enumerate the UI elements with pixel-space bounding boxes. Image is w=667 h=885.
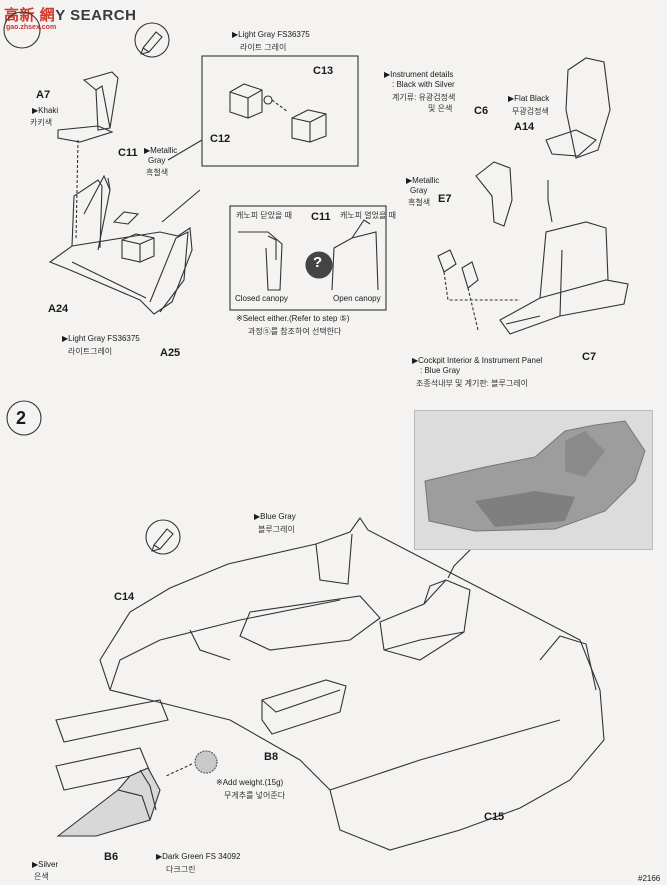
paint-icon-step2 <box>145 519 181 555</box>
color-metallic-gray-3b: Gray <box>410 186 428 195</box>
label-c7: C7 <box>582 351 597 363</box>
color-blue-gray-kr: 블루그레이 <box>258 525 295 534</box>
question-circle <box>305 251 333 279</box>
color-light-gray-2: ▶Light Gray FS36375 <box>62 334 140 343</box>
label-a25: A25 <box>160 347 181 359</box>
floor-plate-a <box>55 699 169 743</box>
color-metallic-gray-kr: 흑철색 <box>146 168 169 177</box>
color-light-gray-kr: 라이트 그레이 <box>240 43 287 52</box>
label-c11: C11 <box>118 147 138 159</box>
label-a14: A14 <box>514 121 535 133</box>
weight-note-kr: 무게추를 넣어준다 <box>224 791 286 800</box>
color-metallic-gray-2: Gray <box>148 156 166 165</box>
label-c14: C14 <box>114 591 135 603</box>
label-e7: E7 <box>438 193 452 205</box>
canopy-closed-drawing <box>238 231 283 291</box>
step2-marker <box>6 400 42 436</box>
canopy-closed-en: Closed canopy <box>235 294 288 303</box>
watermark-suffix: Y SEARCH <box>55 7 137 24</box>
weight-dot <box>194 750 218 774</box>
watermark-text: 新 網 <box>19 7 56 24</box>
fuselage-drawing <box>99 517 605 851</box>
canopy-closed-kr: 캐노피 닫았을 때 <box>236 211 292 220</box>
label-c6: C6 <box>474 105 489 117</box>
label-b6: B6 <box>104 851 119 863</box>
color-instrument-kr-2: 및 은색 <box>428 104 453 113</box>
color-silver-kr: 은색 <box>34 872 49 881</box>
label-c11-canopy: C11 <box>311 211 331 223</box>
part-b8 <box>261 679 347 735</box>
seat-step2 <box>379 579 471 661</box>
part-e7 <box>437 249 479 289</box>
step2-number: 2 <box>16 408 27 428</box>
canopy-select-box <box>229 205 387 311</box>
paint-icon-step1 <box>134 22 170 58</box>
photo-fuselage <box>424 420 646 532</box>
cockpit-tub-left <box>48 174 193 315</box>
color-metallic-gray-3-kr: 흑철색 <box>408 198 431 207</box>
color-light-gray: ▶Light Gray FS36375 <box>232 30 310 39</box>
color-khaki: ▶Khaki <box>32 106 59 115</box>
color-metallic-gray-3: ▶Metallic <box>406 176 440 185</box>
canopy-open-drawing <box>331 219 379 291</box>
color-flat-black-kr: 무광검정색 <box>512 107 549 116</box>
canopy-open-en: Open canopy <box>333 294 381 303</box>
part-a7-seat <box>57 71 119 143</box>
step1-marker <box>3 11 41 49</box>
footer-code: #2166 <box>638 874 661 883</box>
color-flat-black: ▶Flat Black <box>508 94 550 103</box>
color-cockpit-kr: 조종석내부 및 계기판: 블루그레이 <box>416 379 528 388</box>
part-c12 <box>229 83 273 119</box>
label-c15: C15 <box>484 811 505 823</box>
color-metallic-gray: ▶Metallic <box>144 146 178 155</box>
color-instrument-kr: 계기류: 유광검정색 <box>392 93 456 102</box>
watermark-sub: gao.zhsex.com <box>6 24 57 31</box>
canopy-select-kr: 과정⑤를 참조하여 선택한다 <box>248 327 342 336</box>
part-b6-nose <box>56 767 161 837</box>
canopy-select-en: ※Select either.(Refer to step ⑤) <box>236 314 350 323</box>
pen-icon <box>140 31 163 55</box>
part-c13 <box>291 109 327 143</box>
color-silver: ▶Silver <box>32 860 59 869</box>
part-c6 <box>475 161 513 227</box>
color-dark-green-kr: 다크그린 <box>166 865 196 874</box>
part-c11-box <box>112 211 155 263</box>
label-a24: A24 <box>48 303 69 315</box>
color-cockpit-2: : Blue Gray <box>420 366 461 375</box>
label-c12: C12 <box>210 133 231 145</box>
color-khaki-kr: 카키색 <box>30 118 53 127</box>
label-a7: A7 <box>36 89 51 101</box>
part-seat-right <box>545 57 611 159</box>
inset-box-c12-c13 <box>201 55 359 167</box>
reference-photo <box>414 410 653 550</box>
color-dark-green: ▶Dark Green FS 34092 <box>156 852 241 861</box>
color-instrument-2: : Black with Silver <box>392 80 455 89</box>
color-instrument: ▶Instrument details <box>384 70 454 79</box>
canopy-open-kr: 캐노피 열었을 때 <box>340 211 396 220</box>
weight-note-en: ※Add weight.(15g) <box>216 778 284 787</box>
label-b8: B8 <box>264 751 279 763</box>
canopy-question: ? <box>313 254 323 271</box>
label-c13: C13 <box>313 65 334 77</box>
part-c7-tub <box>499 221 629 335</box>
color-cockpit: ▶Cockpit Interior & Instrument Panel <box>412 356 543 365</box>
color-blue-gray: ▶Blue Gray <box>254 512 296 521</box>
color-light-gray-2-kr: 라이트그레이 <box>68 347 113 356</box>
